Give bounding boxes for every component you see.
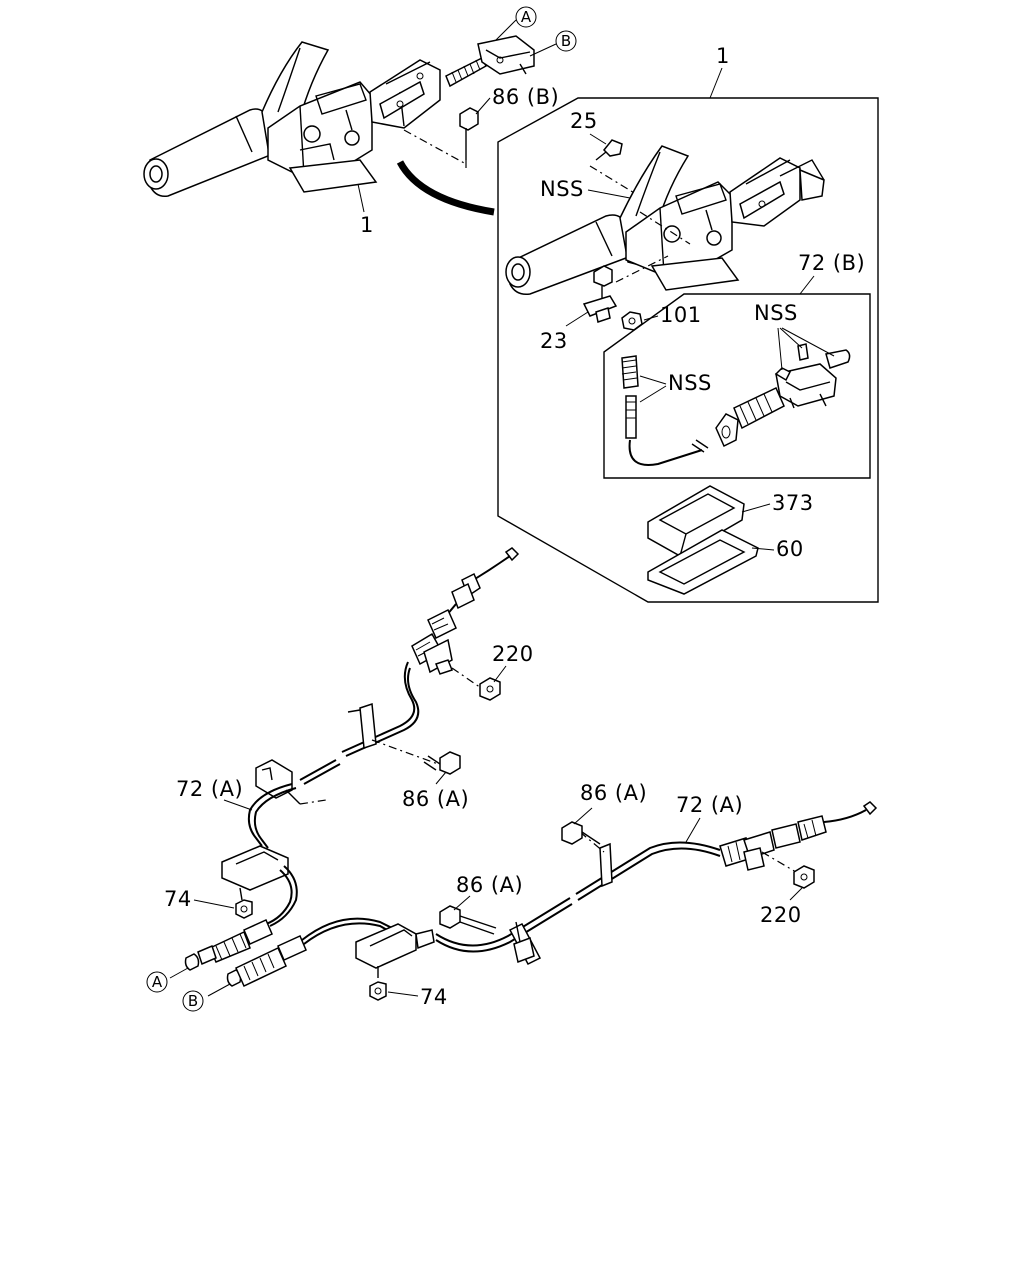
part-86a-left-label: 86 (A) (402, 787, 469, 811)
callout-b-top: B (529, 30, 577, 57)
lever-assembly-main (143, 35, 535, 216)
ref-b-top-label: B (561, 32, 571, 50)
part-72a-right-label: 72 (A) (676, 793, 743, 817)
front-cable-assembly: 220 86 (A) 72 (A) 74 (164, 547, 534, 979)
part-220-upper-label: 220 (492, 642, 534, 666)
part-25-label: 25 (570, 109, 598, 133)
part-1-lever-label: 1 (360, 213, 374, 237)
ref-a-bottom-label: A (152, 973, 163, 991)
ref-b-bottom-label: B (188, 992, 198, 1010)
rear-cable-assembly: 74 86 (A) 86 (A) 72 (A) (207, 781, 878, 1009)
part-72a-left-label: 72 (A) (176, 777, 243, 801)
callout-a-top: A (495, 6, 537, 41)
callout-b-bottom: B (182, 990, 204, 1012)
ref-a-top-label: A (521, 8, 532, 26)
part-nss-lever-label: NSS (540, 177, 584, 201)
part-72b-label: 72 (B) (798, 251, 865, 275)
part-86a-lower-label: 86 (A) (580, 781, 647, 805)
part-74-left-label: 74 (164, 887, 192, 911)
part-74-bottom-label: 74 (420, 985, 448, 1009)
part-nss-box-label: NSS (754, 301, 798, 325)
callout-a-bottom: A (146, 971, 168, 993)
part-220-right-label: 220 (760, 903, 802, 927)
part-nss-rod-label: NSS (668, 371, 712, 395)
detail-box: 1 25 NSS 23 (497, 44, 879, 603)
part-86a-mid-label: 86 (A) (456, 873, 523, 897)
part-1-top-label: 1 (716, 44, 730, 68)
part-373-label: 373 (772, 491, 814, 515)
part-60-label: 60 (776, 537, 804, 561)
part-23-label: 23 (540, 329, 568, 353)
part-86b-label: 86 (B) (492, 85, 559, 109)
